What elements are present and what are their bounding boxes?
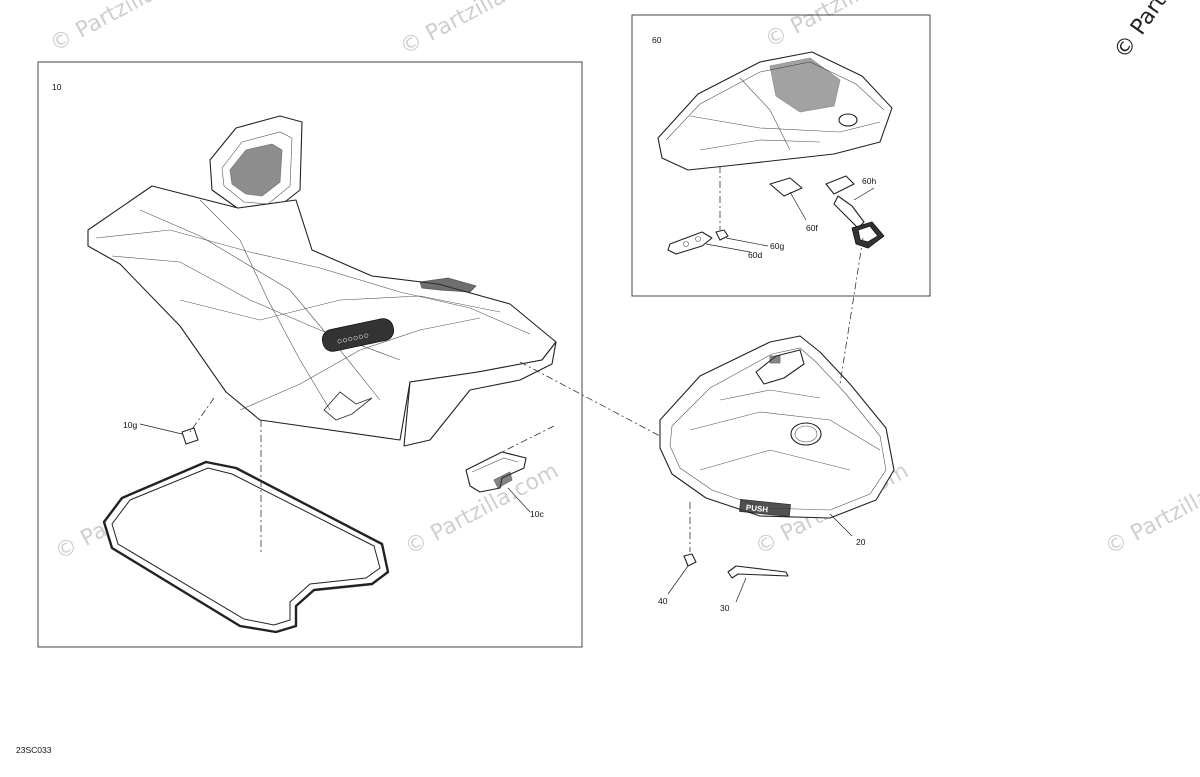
nut-40 [683, 553, 697, 567]
pin-30 [727, 565, 789, 579]
callout-60g: 60g [770, 241, 784, 251]
diagram-code: 23SC033 [16, 745, 52, 755]
callout-60f: 60f [806, 223, 818, 233]
clip-10g [181, 427, 199, 445]
storage-lid-60 [657, 51, 893, 171]
storage-tray-20: PUSH [659, 335, 895, 519]
latch-60h [825, 175, 855, 195]
callout-30: 30 [720, 603, 730, 613]
watermark-corner: © Partzilla [1109, 0, 1196, 63]
seat-part: ○○○○○○ [87, 115, 557, 447]
group-label-10: 10 [52, 82, 62, 92]
watermark: © Partzilla.com [46, 0, 208, 57]
latch-bracket-10c [465, 451, 527, 493]
watermark: © Partzilla.com [1101, 459, 1200, 561]
watermark: © Partzilla.com [396, 0, 558, 60]
callout-10g: 10g [123, 420, 137, 430]
callout-60d: 60d [748, 250, 762, 260]
group-frame-60 [631, 14, 931, 297]
assembly-lines [189, 166, 864, 555]
lid-hardware [667, 175, 885, 255]
seat-gasket [102, 460, 390, 634]
callout-20: 20 [856, 537, 866, 547]
tray-push-text: PUSH [745, 503, 768, 514]
callout-10c: 10c [530, 509, 544, 519]
callout-40: 40 [658, 596, 668, 606]
seat-badge [321, 318, 395, 352]
group-label-60: 60 [652, 35, 662, 45]
hinge-60d [667, 231, 713, 255]
leader-lines [139, 187, 875, 603]
hinge-plate-60f [769, 177, 803, 197]
callout-60h: 60h [862, 176, 876, 186]
watermark: © Partzilla.com [761, 0, 923, 53]
nut-60g [715, 229, 729, 241]
group-frame-10 [37, 61, 583, 648]
tray-push-badge [739, 498, 791, 518]
